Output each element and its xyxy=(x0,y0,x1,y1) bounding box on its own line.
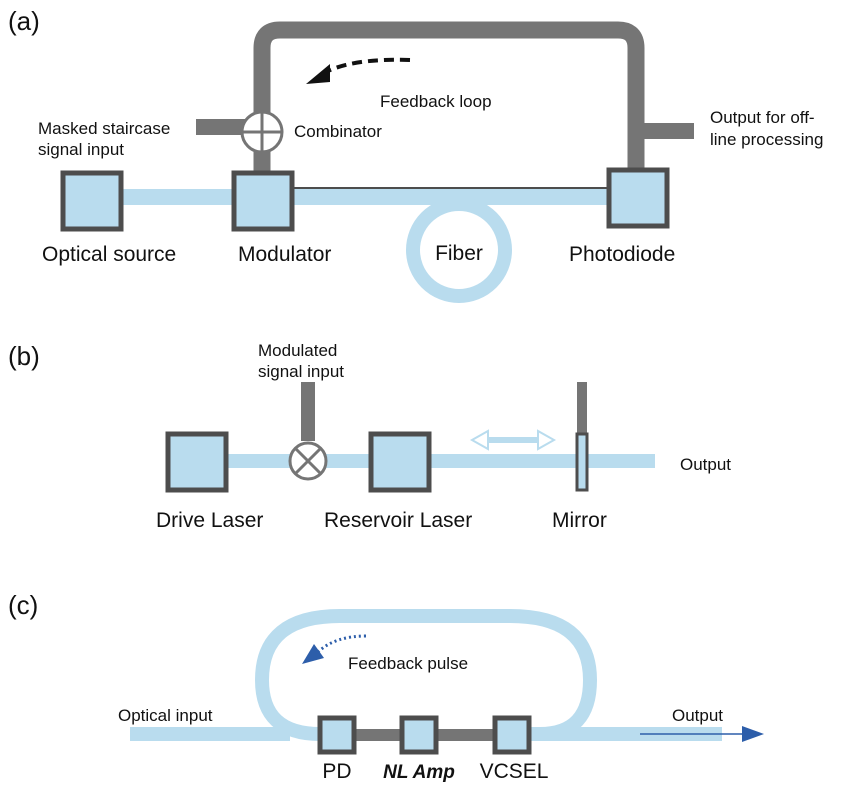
output-label-1: Output for off- xyxy=(710,108,815,127)
vcsel-label: VCSEL xyxy=(480,760,549,783)
optical-feedback-loop xyxy=(254,609,598,741)
output-arrow xyxy=(640,726,764,742)
photodiode-label: Photodiode xyxy=(569,243,675,266)
feedback-arrow xyxy=(321,57,411,76)
optical-source-label: Optical source xyxy=(42,243,176,266)
reservoir-laser-label: Reservoir Laser xyxy=(324,509,472,532)
optical-source-box xyxy=(60,170,124,232)
drive-laser-label: Drive Laser xyxy=(156,509,263,532)
panel-b-letter: (b) xyxy=(8,341,40,371)
panel-a-letter: (a) xyxy=(8,6,40,36)
fiber-coil xyxy=(406,197,512,303)
masked-input-label-1: Masked staircase xyxy=(38,119,170,138)
panel-a: (a) Masked staircase signal input Combin… xyxy=(8,6,823,303)
output-b-label: Output xyxy=(680,455,731,474)
mirror-label: Mirror xyxy=(552,509,607,532)
signal-mixer-icon xyxy=(288,441,328,481)
fiber-label: Fiber xyxy=(435,242,483,265)
feedback-pulse-label: Feedback pulse xyxy=(348,654,468,673)
nl-amp-box xyxy=(399,715,439,755)
panel-c-letter: (c) xyxy=(8,590,38,620)
feedback-pulse-arrow xyxy=(316,634,367,654)
pd-box xyxy=(317,715,357,755)
feedback-loop-label: Feedback loop xyxy=(380,92,492,111)
mirror xyxy=(575,382,589,492)
output-label-2: line processing xyxy=(710,130,823,149)
output-c-label: Output xyxy=(672,706,723,725)
drive-laser-box xyxy=(165,431,229,493)
combinator-icon xyxy=(240,110,284,154)
panel-b: (b) Modulated signal input Output Dr xyxy=(8,341,731,532)
optical-input-label: Optical input xyxy=(118,706,213,725)
modulator-box xyxy=(231,170,295,232)
panel-c: (c) Feedback pulse Optical input Output … xyxy=(8,590,764,783)
combinator-label: Combinator xyxy=(294,122,382,141)
mirror-movement-arrow xyxy=(469,429,557,451)
vcsel-box xyxy=(492,715,532,755)
reservoir-laser-box xyxy=(368,431,432,493)
modulator-label: Modulator xyxy=(238,243,331,266)
modulated-input-label-2: signal input xyxy=(258,362,344,381)
photodiode-box xyxy=(606,167,670,229)
masked-input-label-2: signal input xyxy=(38,140,124,159)
nl-amp-label: NL Amp xyxy=(383,762,455,783)
modulated-input-label-1: Modulated xyxy=(258,341,337,360)
feedback-loop-cable xyxy=(253,21,645,190)
pd-label: PD xyxy=(322,760,351,783)
